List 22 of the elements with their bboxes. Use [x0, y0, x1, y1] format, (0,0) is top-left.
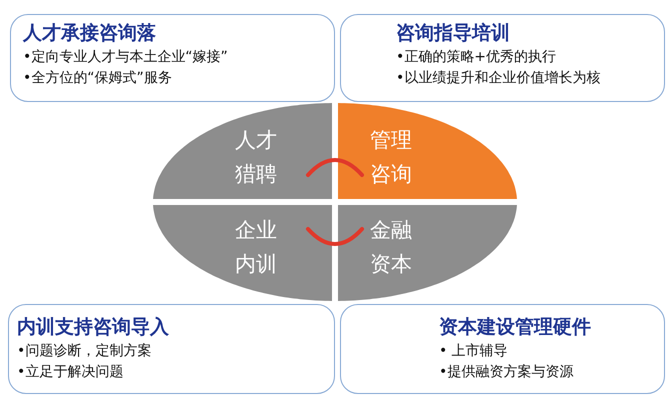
card-heading: 资本建设管理硬件: [439, 315, 591, 339]
bullet-text: • 上市辅导: [439, 342, 508, 361]
bullet-text: •问题诊断，定制方案: [17, 342, 152, 361]
card-heading: 人才承接咨询落: [23, 21, 156, 45]
bullet-text: •以业绩提升和企业价值增长为核: [396, 69, 600, 88]
segment-label: 企业内训: [234, 217, 278, 278]
info-card: [10, 14, 335, 102]
info-card: [340, 14, 665, 102]
bullet-text: •全方位的“保姆式”服务: [23, 69, 172, 88]
bullet-text: •定向专业人才与本土企业“嫁接”: [23, 48, 228, 67]
bullet-text: •正确的策略+优秀的执行: [396, 48, 556, 67]
segment-label: 金融资本: [369, 217, 413, 278]
segment-label: 人才猎聘: [234, 127, 278, 188]
card-heading: 咨询指导培训: [396, 21, 510, 45]
segment-label: 管理咨询: [369, 127, 413, 188]
arc-connector: [306, 158, 364, 177]
card-heading: 内训支持咨询导入: [17, 315, 169, 339]
bullet-text: •立足于解决问题: [17, 363, 124, 382]
info-card: [8, 304, 335, 394]
arc-connector: [306, 227, 364, 246]
bullet-text: •提供融资方案与资源: [439, 363, 574, 382]
info-card: [340, 304, 665, 394]
